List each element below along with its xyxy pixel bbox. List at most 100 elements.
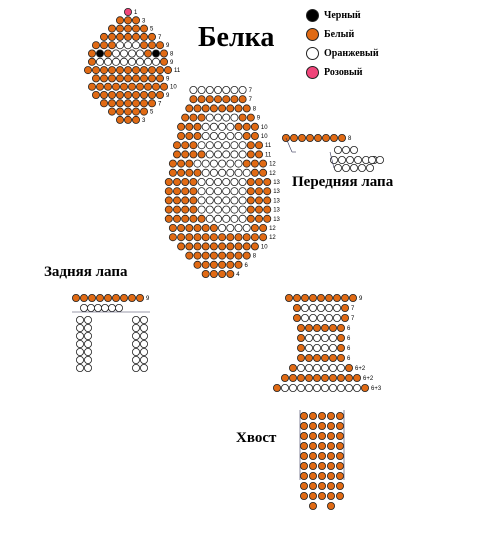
bead <box>254 141 263 150</box>
bead <box>242 168 251 177</box>
bead <box>259 168 268 177</box>
bead <box>124 74 133 83</box>
bead <box>336 343 345 352</box>
bead <box>230 150 239 159</box>
row-count-label: 3 <box>142 18 146 24</box>
bead <box>209 251 218 260</box>
bead <box>159 82 168 91</box>
bead <box>222 141 231 150</box>
bead <box>250 168 259 177</box>
bead <box>226 251 235 260</box>
bead <box>147 74 156 83</box>
bead <box>151 57 160 66</box>
tail-label: Хвост <box>236 430 277 446</box>
bead <box>226 104 235 113</box>
bead <box>124 32 133 41</box>
bead <box>197 113 206 122</box>
bead <box>254 150 263 159</box>
bead <box>289 133 298 142</box>
bead <box>222 214 231 223</box>
bead <box>222 150 231 159</box>
bead <box>147 91 156 100</box>
bead <box>316 313 325 322</box>
bead <box>177 223 186 232</box>
bead <box>222 95 231 104</box>
row-count-label: 9 <box>170 60 174 66</box>
bead <box>181 187 190 196</box>
bead <box>131 331 140 340</box>
bead <box>100 66 109 75</box>
bead <box>124 41 133 50</box>
row-count-label: 13 <box>273 217 280 223</box>
row-count-label: 8 <box>348 136 352 142</box>
bead <box>76 355 85 364</box>
bead <box>101 303 110 312</box>
bead <box>76 323 85 332</box>
bead <box>185 104 194 113</box>
bead <box>344 373 353 382</box>
bead <box>131 99 140 108</box>
bead <box>177 233 186 242</box>
bead <box>332 303 341 312</box>
bead <box>300 293 309 302</box>
bead <box>335 431 344 440</box>
row-count-label: 6 <box>347 326 351 332</box>
bead <box>246 141 255 150</box>
bead <box>335 481 344 490</box>
bead <box>263 196 272 205</box>
bead <box>230 95 239 104</box>
bead <box>234 260 243 269</box>
row-count-label: 6 <box>347 356 351 362</box>
bead <box>324 293 333 302</box>
row-count-label: 10 <box>170 85 177 91</box>
bead <box>222 187 231 196</box>
row-count-label: 4 <box>236 272 240 278</box>
bead <box>135 82 144 91</box>
bead <box>108 66 117 75</box>
bead <box>312 383 321 392</box>
bead <box>296 353 305 362</box>
legend-label: Черный <box>324 9 361 21</box>
bead <box>305 133 314 142</box>
bead <box>135 49 144 58</box>
bead <box>296 383 305 392</box>
bead <box>104 49 113 58</box>
bead <box>172 150 181 159</box>
bead <box>326 431 335 440</box>
bead <box>299 491 308 500</box>
row-count-label: 9 <box>146 296 150 302</box>
bead <box>340 293 349 302</box>
bead <box>164 205 173 214</box>
bead <box>155 41 164 50</box>
bead <box>201 168 210 177</box>
bead <box>299 431 308 440</box>
bead <box>193 223 202 232</box>
bead <box>84 323 93 332</box>
bead <box>185 233 194 242</box>
bead <box>193 242 202 251</box>
bead <box>185 168 194 177</box>
bead <box>320 363 329 372</box>
bead <box>296 343 305 352</box>
bead <box>209 233 218 242</box>
bead <box>299 441 308 450</box>
bead <box>308 471 317 480</box>
bead <box>205 113 214 122</box>
bead <box>263 187 272 196</box>
bead <box>304 323 313 332</box>
bead <box>197 214 206 223</box>
bead <box>189 196 198 205</box>
bead <box>205 177 214 186</box>
bead <box>280 383 289 392</box>
bead <box>254 177 263 186</box>
bead <box>131 107 140 116</box>
bead <box>139 66 148 75</box>
bead <box>308 491 317 500</box>
bead <box>76 315 85 324</box>
bead <box>222 205 231 214</box>
bead <box>230 214 239 223</box>
bead <box>246 150 255 159</box>
bead <box>135 57 144 66</box>
row-count-label: 12 <box>269 162 276 168</box>
bead <box>299 471 308 480</box>
